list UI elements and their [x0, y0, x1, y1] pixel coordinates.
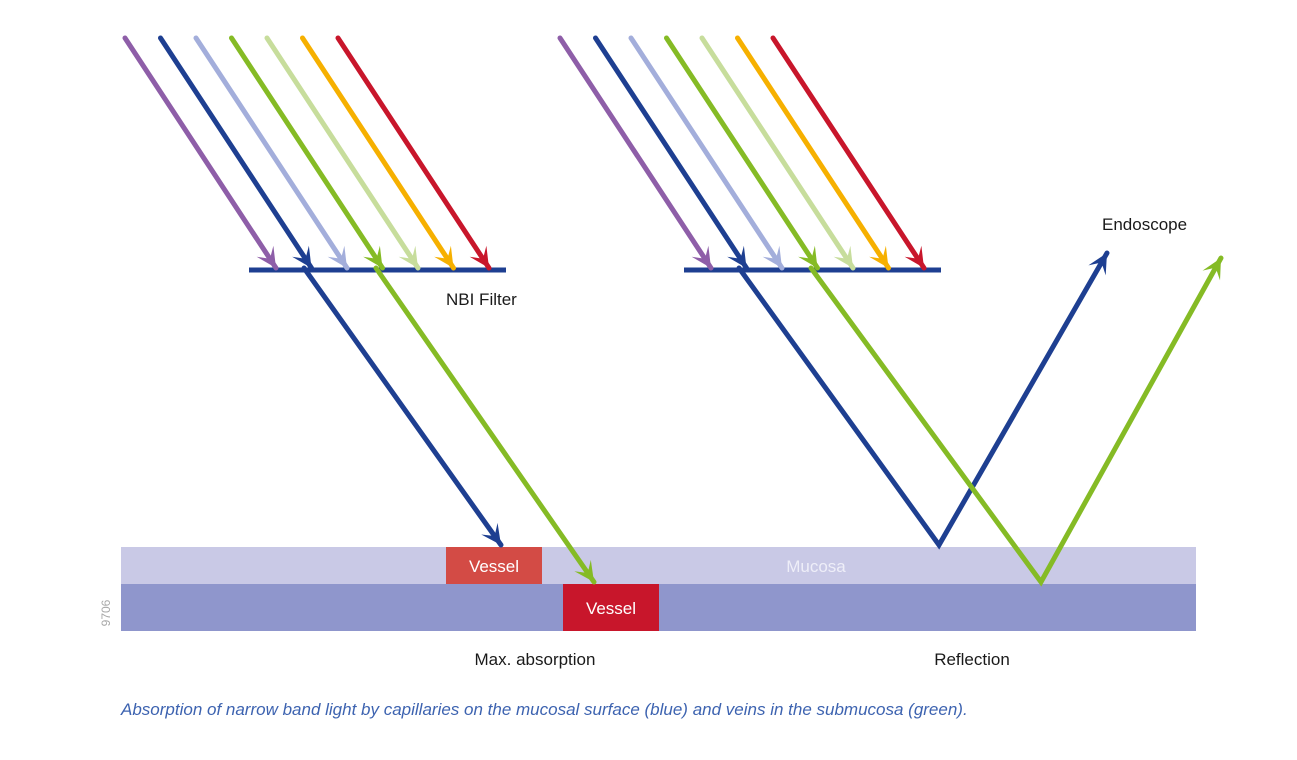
incident-arrow-right-light_green [699, 35, 856, 271]
incident-arrow-right-blue [593, 35, 749, 271]
absorbed-blue-arrow [301, 265, 504, 548]
transmitted-light [301, 250, 1224, 587]
figure-code: 9706 [99, 599, 113, 626]
incident-arrow-left-blue [158, 35, 314, 271]
left-incident-light [122, 35, 492, 271]
max-absorption-label: Max. absorption [475, 650, 596, 669]
tissue-layers: Vessel Vessel Mucosa [121, 547, 1196, 631]
absorbed-green-arrow [373, 265, 597, 585]
incident-arrow-right-red [770, 35, 927, 271]
incident-arrow-left-violet [122, 35, 279, 271]
incident-arrow-left-light_green [264, 35, 421, 271]
right-incident-light [557, 35, 927, 271]
incident-arrow-left-green [229, 35, 385, 271]
incident-arrow-left-red [335, 35, 492, 271]
vessel-submucosa [563, 584, 659, 631]
vessel-lower-label: Vessel [586, 599, 636, 618]
nbi-filter-label: NBI Filter [446, 290, 517, 309]
reflected-green-arrow [808, 255, 1224, 587]
vessel-mucosa [446, 547, 542, 584]
incident-arrow-right-orange [735, 35, 891, 271]
incident-arrow-left-orange [300, 35, 456, 271]
incident-arrow-right-violet [557, 35, 714, 271]
reflection-label: Reflection [934, 650, 1010, 669]
incident-arrow-left-light_blue [193, 35, 350, 271]
mucosa-layer [121, 547, 1196, 584]
figure-caption: Absorption of narrow band light by capil… [120, 700, 968, 719]
mucosa-label: Mucosa [786, 557, 846, 576]
endoscope-label: Endoscope [1102, 215, 1187, 234]
vessel-upper-label: Vessel [469, 557, 519, 576]
incident-arrow-right-light_blue [628, 35, 785, 271]
reflected-blue-arrow [736, 250, 1110, 550]
incident-arrow-right-green [664, 35, 820, 271]
